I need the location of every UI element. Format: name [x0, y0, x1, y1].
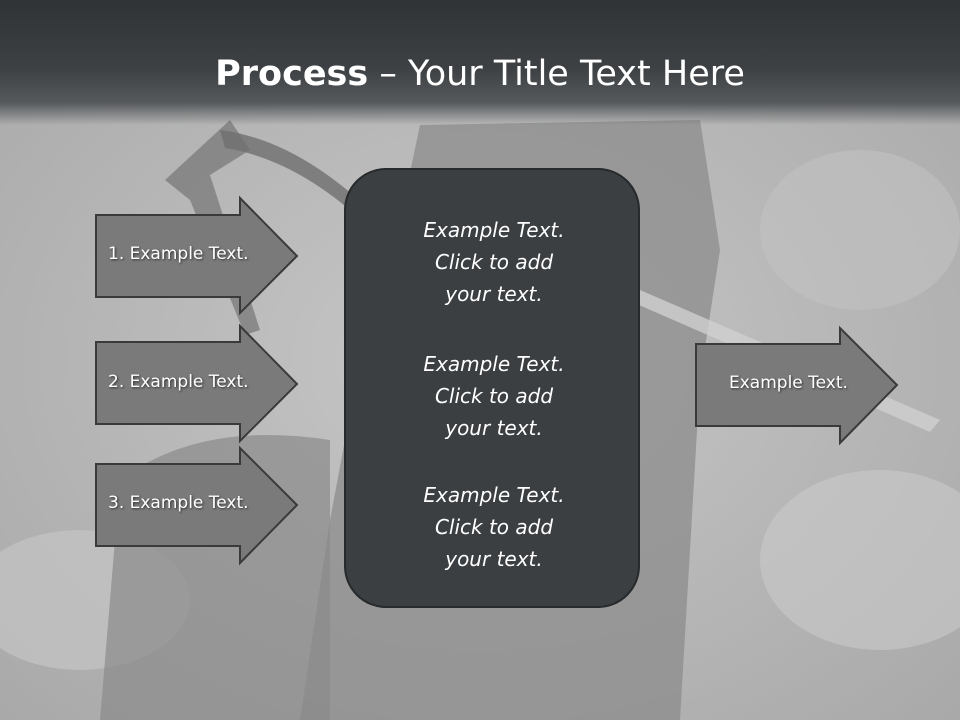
- input-arrow-1-label: 1. Example Text.: [108, 244, 249, 264]
- center-process-box[interactable]: Example Text. Click to add your text. Ex…: [344, 168, 640, 608]
- center-text-line: Click to add: [434, 384, 554, 408]
- center-text-line: your text.: [445, 416, 543, 440]
- input-arrow-2-label: 2. Example Text.: [108, 372, 249, 392]
- center-text-line: Example Text.: [423, 483, 565, 507]
- title-bar: [0, 0, 960, 125]
- center-text-block-3[interactable]: Example Text. Click to add your text.: [346, 479, 642, 575]
- center-text-line: your text.: [445, 282, 543, 306]
- title-bold: Process: [215, 54, 369, 94]
- center-text-line: Click to add: [434, 515, 554, 539]
- center-text-block-2[interactable]: Example Text. Click to add your text.: [346, 348, 642, 444]
- input-arrow-3-label: 3. Example Text.: [108, 493, 249, 513]
- input-arrow-2[interactable]: [95, 323, 299, 444]
- slide-title[interactable]: Process – Your Title Text Here: [0, 52, 960, 96]
- output-arrow-label: Example Text.: [729, 373, 848, 393]
- center-text-line: Example Text.: [423, 352, 565, 376]
- input-arrow-3[interactable]: [95, 445, 299, 566]
- title-rest: Your Title Text Here: [407, 54, 745, 94]
- input-arrow-1[interactable]: [95, 195, 299, 316]
- center-text-line: Click to add: [434, 250, 554, 274]
- output-arrow[interactable]: [695, 325, 899, 446]
- center-text-block-1[interactable]: Example Text. Click to add your text.: [346, 214, 642, 310]
- center-text-line: your text.: [445, 547, 543, 571]
- center-text-line: Example Text.: [423, 218, 565, 242]
- title-dash: –: [368, 54, 408, 94]
